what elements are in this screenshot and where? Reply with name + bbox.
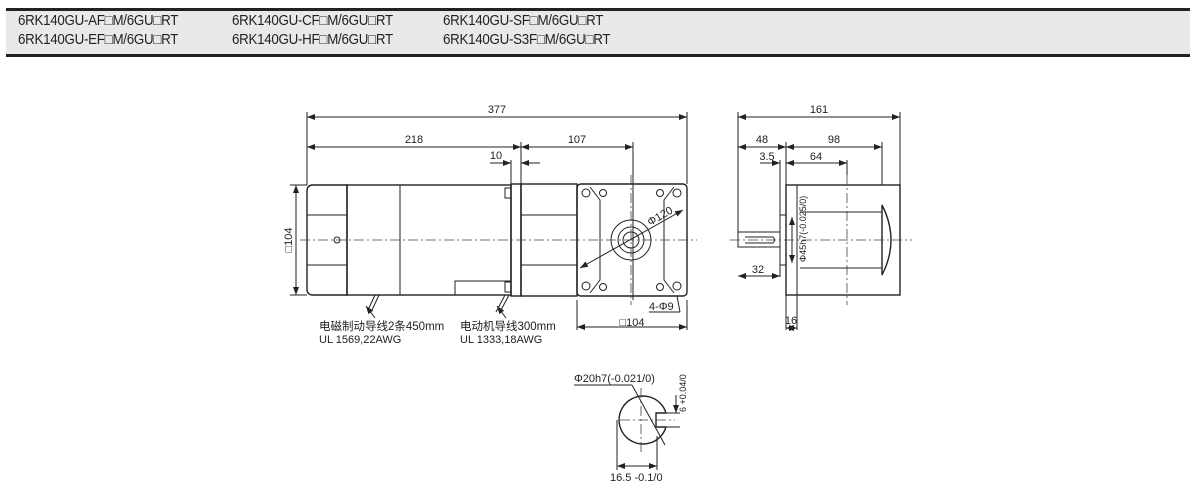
model-header-band	[6, 8, 1190, 57]
dim-32: 32	[752, 264, 764, 276]
model-name: 6RK140GU-EF□M/6GU□RT	[18, 32, 179, 48]
dim-holes: 4-Φ9	[649, 301, 674, 313]
dim-key: 6 +0.04/0	[678, 374, 688, 412]
dim-64: 64	[810, 151, 822, 163]
dim-flat: 16.5 -0.1/0	[610, 472, 663, 484]
model-name: 6RK140GU-S3F□M/6GU□RT	[443, 32, 611, 48]
side-view: 161 48 98 3.5 64 32 16 Φ45h7(-0.025/0)	[730, 104, 912, 331]
dim-square: □104	[620, 317, 645, 329]
brake-lead-label: 电磁制动导线2条450mm	[319, 319, 444, 333]
model-name: 6RK140GU-SF□M/6GU□RT	[443, 13, 604, 29]
dim-107: 107	[568, 134, 586, 146]
brake-lead-spec: UL 1569,22AWG	[319, 334, 401, 346]
dim-height: □104	[283, 228, 295, 253]
dim-48: 48	[756, 134, 768, 146]
dim-161: 161	[810, 104, 828, 116]
dim-3-5: 3.5	[759, 151, 774, 163]
dim-shaft-dia: Φ20h7(-0.021/0)	[574, 373, 655, 385]
dim-98: 98	[828, 134, 840, 146]
shaft-section: Φ20h7(-0.021/0) 6 +0.04/0 16.5 -0.1/0	[574, 373, 688, 484]
dim-16: 16	[785, 315, 797, 327]
model-name: 6RK140GU-AF□M/6GU□RT	[18, 13, 179, 29]
front-view: 377 218 107 10 □104 □104 4-Φ9 Φ12	[283, 104, 697, 346]
dim-377: 377	[488, 104, 506, 116]
model-name: 6RK140GU-HF□M/6GU□RT	[232, 32, 393, 48]
motor-lead-spec: UL 1333,18AWG	[460, 334, 542, 346]
dim-pcd: Φ120	[646, 205, 676, 229]
dim-10: 10	[490, 150, 502, 162]
motor-lead-label: 电动机导线300mm	[460, 319, 556, 333]
model-name: 6RK140GU-CF□M/6GU□RT	[232, 13, 393, 29]
dim-218: 218	[405, 134, 423, 146]
dim-pilot-dia: Φ45h7(-0.025/0)	[798, 196, 808, 262]
